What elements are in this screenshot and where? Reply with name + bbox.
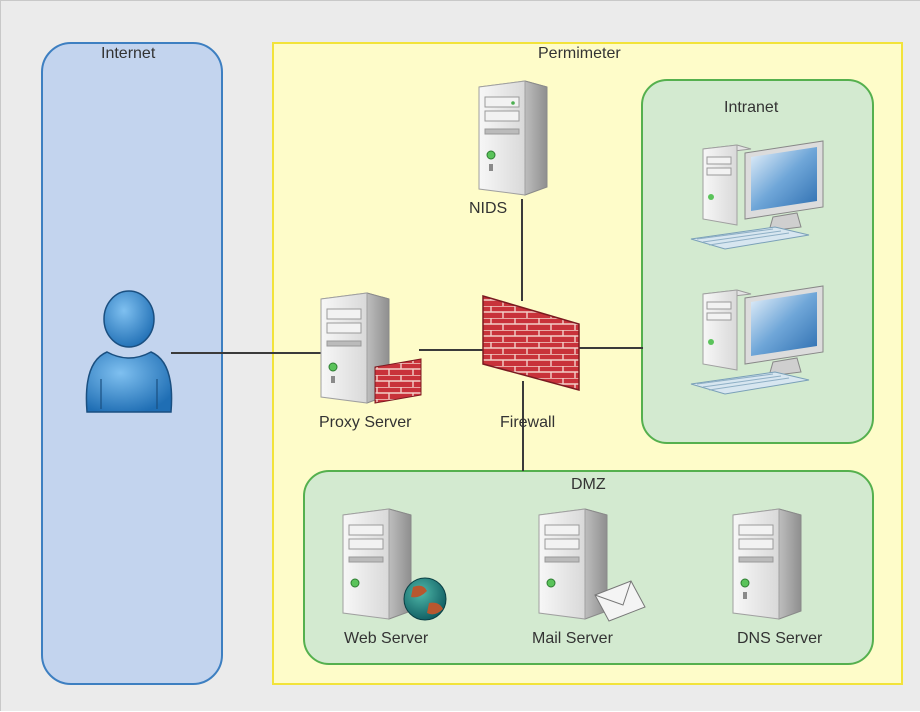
workstation-1-icon [690, 140, 824, 250]
dns-server-icon [732, 508, 802, 620]
firewall-label: Firewall [500, 414, 556, 431]
user-icon [85, 290, 173, 413]
mail-server-label: Mail Server [532, 630, 613, 647]
dns-server-label: DNS Server [737, 630, 823, 647]
firewall-icon [482, 295, 580, 391]
perimeter-zone-label: Permimeter [538, 45, 621, 62]
proxy-server-label: Proxy Server [319, 414, 412, 431]
nids-server-icon [478, 80, 548, 196]
web-server-icon [342, 508, 447, 621]
globe-icon [403, 577, 447, 621]
dmz-zone-label: DMZ [571, 476, 606, 493]
mini-firewall-icon [374, 358, 422, 404]
mail-server-icon [538, 508, 646, 622]
proxy-server-icon [320, 292, 422, 404]
nids-label: NIDS [469, 200, 508, 217]
envelope-icon [594, 580, 646, 622]
internet-zone-label: Internet [101, 45, 156, 62]
intranet-zone-label: Intranet [724, 99, 779, 116]
web-server-label: Web Server [344, 630, 429, 647]
workstation-2-icon [690, 285, 824, 395]
